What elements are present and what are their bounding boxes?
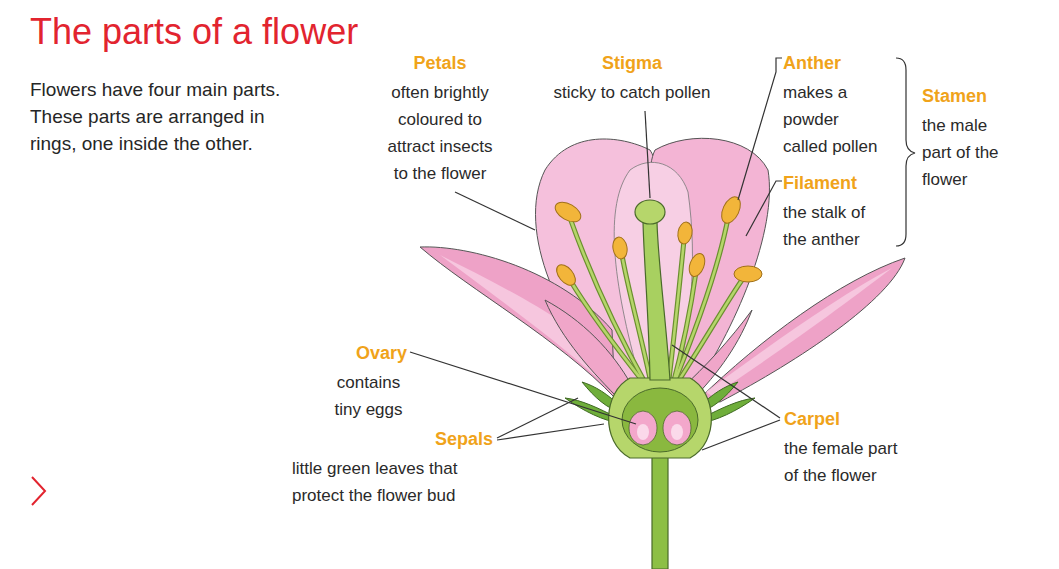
petal-shade — [706, 268, 892, 396]
filaments — [570, 218, 742, 388]
ovary-chamber — [622, 388, 698, 452]
part-heading: Sepals — [400, 428, 493, 450]
ovule — [663, 411, 691, 445]
ovule — [629, 411, 657, 445]
ovule-egg — [637, 424, 649, 440]
part-description: the female part of the flower — [784, 435, 909, 489]
part-description: makes a powder called pollen — [783, 79, 883, 160]
part-heading: Stamen — [922, 85, 1032, 107]
part-heading: Anther — [783, 52, 893, 74]
part-description: often brightly coloured to attract insec… — [383, 79, 497, 187]
petal — [700, 258, 905, 402]
part-heading: Carpel — [784, 408, 894, 430]
ovule-egg — [671, 424, 683, 440]
intro-text: Flowers have four main parts. These part… — [30, 76, 315, 157]
part-heading: Petals — [370, 52, 510, 74]
part-description: little green leaves that protect the flo… — [292, 455, 492, 509]
bracket — [896, 58, 915, 246]
ovary — [609, 378, 712, 458]
part-description: contains tiny eggs — [326, 369, 411, 423]
part-heading: Filament — [783, 172, 893, 194]
part-description: the male part of the flower — [922, 112, 1002, 193]
part-description: the stalk of the anther — [783, 199, 883, 253]
part-description: sticky to catch pollen — [532, 79, 732, 106]
next-arrow — [32, 477, 45, 505]
stigma — [635, 200, 665, 224]
petal-shade — [440, 255, 612, 392]
stem — [652, 440, 668, 569]
part-heading: Stigma — [562, 52, 702, 74]
title: The parts of a flower — [30, 10, 358, 54]
petal — [420, 247, 615, 398]
style — [643, 222, 670, 380]
part-heading: Ovary — [300, 342, 407, 364]
